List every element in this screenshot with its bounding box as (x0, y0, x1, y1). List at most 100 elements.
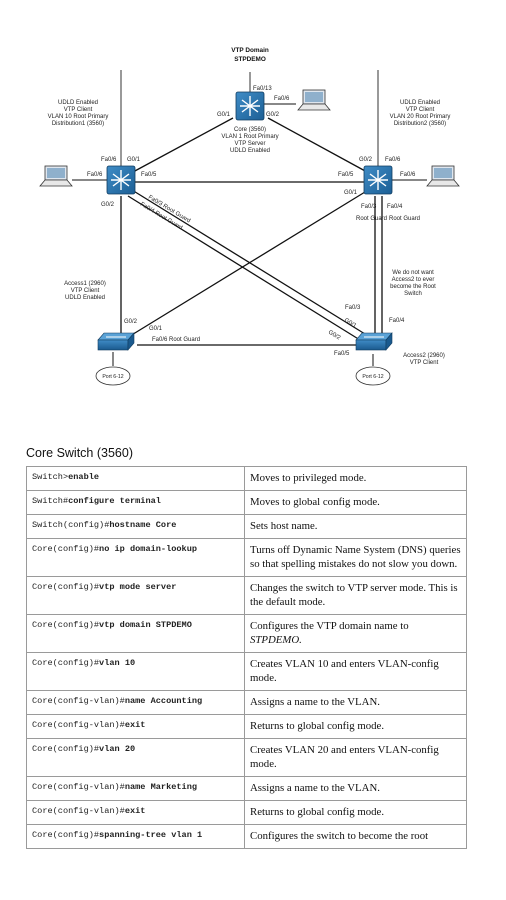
command-keyword: vlan 20 (99, 744, 136, 754)
note-line-1: We do not want (392, 270, 434, 276)
description-text: Returns to global config mode. (250, 720, 385, 732)
access2-port-g02: G0/2 (327, 330, 342, 342)
table-row: Core(config-vlan)#exit Returns to global … (26, 800, 467, 825)
description-text: Configures the VTP domain name to (250, 620, 409, 632)
dist2-port-fa06-pc: Fa0/6 (400, 172, 416, 178)
access1-label-1: Access1 (2960) (64, 281, 106, 287)
description-text: Moves to global config mode. (250, 496, 380, 508)
command-prompt: Core(config-vlan)# (32, 720, 125, 730)
command-cell: Switch#configure terminal (26, 490, 245, 515)
link-core-dist2 (267, 117, 368, 173)
dist2-rootguard-2: Root Guard (389, 216, 420, 222)
description-cell: Creates VLAN 10 and enters VLAN-config m… (244, 652, 467, 691)
table-row: Core(config-vlan)#name Accounting Assigns… (26, 690, 467, 715)
note-line-4: Switch (404, 291, 422, 297)
command-keyword: vlan 10 (99, 658, 136, 668)
note-line-2: Access2 to ever (392, 277, 435, 283)
command-keyword: exit (124, 806, 146, 816)
dist2-label-1: UDLD Enabled (400, 100, 440, 106)
access2-port-cloud: Port 6-12 (355, 366, 391, 386)
command-cell: Switch(config)#hostname Core (26, 514, 245, 539)
vtp-domain-title: VTP Domain (231, 47, 269, 54)
description-cell: Configures the switch to become the root (244, 824, 467, 849)
description-text: Configures the switch to become the root (250, 830, 429, 842)
core-label-4: UDLD Enabled (230, 148, 270, 154)
command-cell: Core(config)#vlan 10 (26, 652, 245, 691)
command-keyword: configure terminal (68, 496, 161, 506)
table-row: Core(config)#vlan 20 Creates VLAN 20 and … (26, 738, 467, 777)
vtp-domain-name: STPDEMO (234, 56, 266, 63)
command-keyword: vtp domain STPDEMO (99, 620, 192, 630)
dist1-label-4: Distribution1 (3560) (52, 121, 104, 127)
core-label-1: Core (3560) (234, 127, 266, 133)
command-prompt: Core(config)# (32, 544, 100, 554)
command-prompt: Core(config)# (32, 658, 100, 668)
core-switch-icon (235, 91, 265, 121)
table-row: Core(config)#vtp domain STPDEMO Configure… (26, 614, 467, 653)
section-title: Core Switch (3560) (26, 446, 133, 460)
command-keyword: spanning-tree vlan 1 (99, 830, 203, 840)
access2-port-fa05: Fa0/5 (334, 351, 350, 357)
command-prompt: Core(config)# (32, 830, 100, 840)
description-text: Turns off Dynamic Name System (DNS) quer… (250, 544, 461, 570)
dist2-port-g01: G0/1 (344, 190, 358, 196)
description-text: Assigns a name to the VLAN. (250, 782, 380, 794)
note-line-3: become the Root (390, 284, 436, 290)
description-cell: Turns off Dynamic Name System (DNS) quer… (244, 538, 467, 577)
description-cell: Changes the switch to VTP server mode. T… (244, 576, 467, 615)
dist1-port-g01: G0/1 (127, 157, 141, 163)
description-text: Assigns a name to the VLAN. (250, 696, 380, 708)
description-text: Returns to global config mode. (250, 806, 385, 818)
dist1-port-fa06-top: Fa0/6 (101, 157, 117, 163)
network-topology-diagram: Port 6-12 Port 6-12 VTP Domain STPDEMO F… (39, 47, 460, 386)
access1-port-g02: G0/2 (124, 319, 138, 325)
core-port-fa06: Fa0/6 (274, 96, 290, 102)
access1-label-2: VTP Client (71, 288, 100, 294)
access1-port-g01: G0/1 (149, 326, 163, 332)
dist1-label-1: UDLD Enabled (58, 100, 98, 106)
dist2-label-2: VTP Client (406, 107, 435, 113)
access2-label-1: Access2 (2960) (403, 353, 445, 359)
core-port-g01: G0/1 (217, 112, 231, 118)
laptop-icon-core (297, 89, 331, 111)
command-cell: Core(config)#no ip domain-lookup (26, 538, 245, 577)
dist2-port-g02: G0/2 (359, 157, 373, 163)
command-prompt: Core(config-vlan)# (32, 696, 125, 706)
table-row: Switch#configure terminal Moves to global… (26, 490, 467, 515)
command-prompt: Switch# (32, 496, 69, 506)
core-port-fa013: Fa0/13 (253, 86, 272, 92)
command-keyword: name Marketing (124, 782, 198, 792)
access1-label-3: UDLD Enabled (65, 295, 105, 301)
dist1-port-g02: G0/2 (101, 202, 115, 208)
table-row: Core(config)#spanning-tree vlan 1 Configu… (26, 824, 467, 849)
description-text: Creates VLAN 10 and enters VLAN-config m… (250, 658, 439, 684)
dist1-label-3: VLAN 10 Root Primary (48, 114, 109, 120)
command-prompt: Core(config)# (32, 744, 100, 754)
dist2-port-fa06-top: Fa0/6 (385, 157, 401, 163)
dist1-port-fa06-pc: Fa0/6 (87, 172, 103, 178)
command-keyword: no ip domain-lookup (99, 544, 198, 554)
link-dist1-access2-b (127, 195, 361, 341)
description-cell: Assigns a name to the VLAN. (244, 776, 467, 801)
dist2-port-fa03: Fa0/3 (361, 204, 377, 210)
access1-switch-icon (97, 332, 135, 351)
access2-port-fa04: Fa0/4 (389, 318, 405, 324)
description-text: Moves to privileged mode. (250, 472, 367, 484)
link-dist1-access2-a (131, 189, 366, 335)
command-cell: Core(config-vlan)#exit (26, 800, 245, 825)
description-cell: Returns to global config mode. (244, 800, 467, 825)
command-keyword: vtp mode server (99, 582, 177, 592)
command-keyword: enable (68, 472, 100, 482)
access1-port-fa06-rootguard: Fa0/6 Root Guard (152, 337, 200, 343)
command-cell: Core(config)#vtp mode server (26, 576, 245, 615)
description-text: Changes the switch to VTP server mode. T… (250, 582, 458, 608)
description-cell: Creates VLAN 20 and enters VLAN-config m… (244, 738, 467, 777)
command-cell: Core(config)#vtp domain STPDEMO (26, 614, 245, 653)
dist2-rootguard-1: Root Guard (356, 216, 387, 222)
command-cell: Core(config-vlan)#name Marketing (26, 776, 245, 801)
command-cell: Core(config-vlan)#name Accounting (26, 690, 245, 715)
